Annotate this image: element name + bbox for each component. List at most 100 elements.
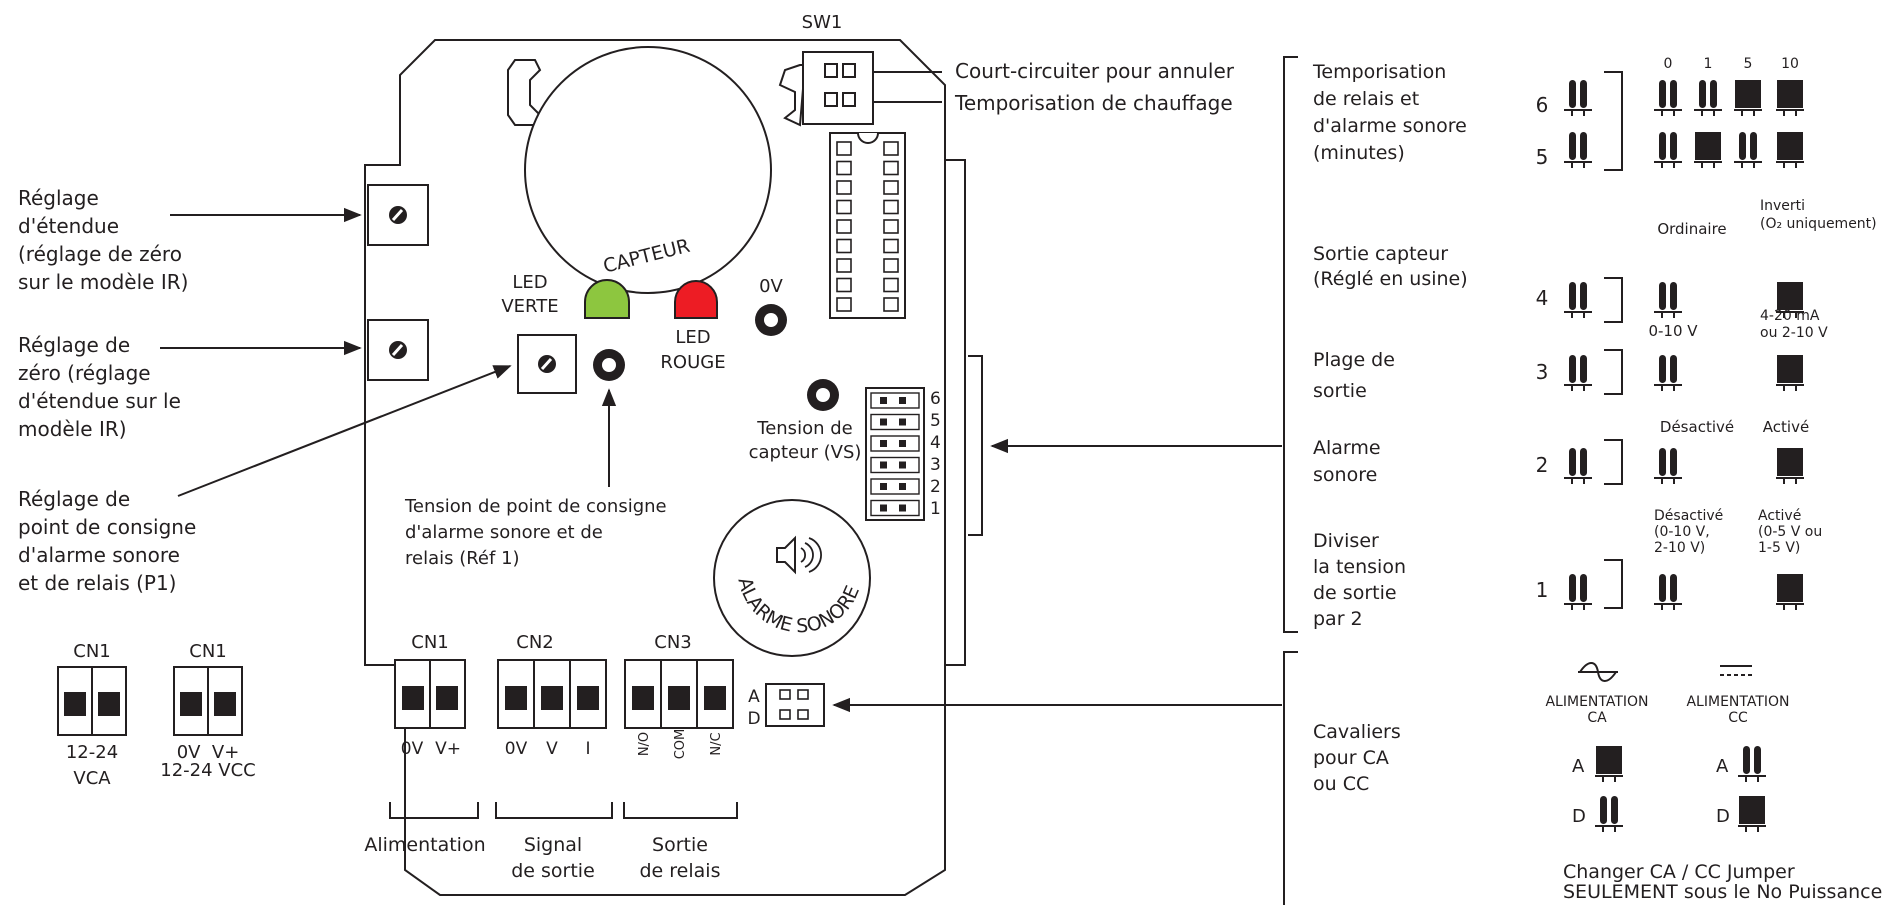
connector-cn2[interactable]: CN2 0V V I (497, 632, 607, 759)
jumper-5-option-icon (1694, 132, 1722, 168)
svg-text:de sortie: de sortie (1313, 582, 1397, 604)
svg-text:(0-10 V,: (0-10 V, (1654, 524, 1710, 540)
svg-text:et de relais (P1): et de relais (P1) (18, 571, 177, 595)
svg-text:zéro (réglage: zéro (réglage (18, 361, 151, 385)
svg-text:2: 2 (930, 477, 941, 497)
jumper-5-ref-icon (1564, 132, 1592, 168)
jumper-icons (1564, 80, 1804, 832)
svg-text:(0-5 V ou: (0-5 V ou (1758, 524, 1822, 540)
svg-text:1: 1 (930, 499, 941, 519)
jumper-1-on-icon (1776, 574, 1804, 610)
green-led-label-1: LED (512, 272, 547, 293)
jumper-numbers: 6 5 4 3 2 1 (930, 389, 941, 519)
ac-symbol-icon (1578, 662, 1618, 682)
svg-text:sortie: sortie (1313, 380, 1367, 402)
dc-supply-jumper-a-icon (1738, 746, 1766, 782)
svg-text:V: V (546, 739, 558, 759)
svg-text:12-24: 12-24 (66, 742, 118, 763)
ac-dc-note-1: Changer CA / CC Jumper (1563, 861, 1795, 883)
red-led-label-1: LED (675, 327, 710, 348)
svg-text:de relais et: de relais et (1313, 88, 1419, 110)
svg-text:Alarme: Alarme (1313, 437, 1381, 459)
svg-text:VCA: VCA (73, 768, 111, 789)
svg-text:COM: COM (673, 729, 688, 760)
jumper-5-option-icon (1776, 132, 1804, 168)
ac-dc-letters: A D A D (1572, 756, 1730, 827)
jumper-desc-56: Temporisation de relais et d'alarme sono… (1312, 61, 1467, 164)
test-point-ref1[interactable] (593, 349, 625, 381)
svg-text:Réglage de: Réglage de (18, 487, 130, 511)
svg-text:d'alarme sonore: d'alarme sonore (1313, 115, 1467, 137)
jumper-3-0-10v-icon (1654, 355, 1682, 391)
jumper-5-option-icon (1734, 132, 1762, 168)
svg-text:V+: V+ (435, 739, 461, 759)
svg-text:4: 4 (930, 433, 941, 453)
right-bracket-top (1283, 56, 1298, 633)
svg-text:5: 5 (1744, 56, 1753, 72)
sw1-label: SW1 (802, 12, 843, 33)
svg-text:ou 2-10 V: ou 2-10 V (1760, 325, 1828, 341)
left-callout-span: Réglage d'étendue (réglage de zéro sur l… (18, 186, 188, 294)
ac-dc-jumper[interactable] (765, 683, 825, 727)
svg-text:Réglage: Réglage (18, 186, 99, 210)
svg-text:2-10 V): 2-10 V) (1654, 540, 1705, 556)
jumper-3-ref-icon (1564, 355, 1592, 391)
jumper-6-option-icon (1776, 80, 1804, 116)
jumper-desc-4: Sortie capteur (Réglé en usine) (1313, 243, 1468, 290)
jumper-1-ref-icon (1564, 574, 1592, 610)
jumper-2-ref-icon (1564, 448, 1592, 484)
svg-text:Diviser: Diviser (1313, 530, 1379, 552)
setpoint-pot[interactable] (517, 334, 577, 394)
green-led (584, 279, 630, 319)
svg-text:CN3: CN3 (654, 632, 692, 653)
connector-cn3[interactable]: CN3 N/O COM N/C (624, 632, 734, 760)
svg-text:6: 6 (1536, 93, 1549, 117)
dc-symbol-icon (1720, 665, 1752, 676)
svg-text:N/O: N/O (637, 732, 652, 756)
jumper-4-inverted-icon (1776, 282, 1804, 318)
test-point-0v[interactable] (755, 304, 787, 336)
ac-supply-jumper-a-icon (1595, 746, 1623, 782)
connector-cn1[interactable]: CN1 0V V+ (394, 632, 466, 759)
sensor-voltage-label-2: capteur (VS) (749, 442, 862, 463)
jumper-6-ref-icon (1564, 80, 1592, 116)
jumper-block[interactable] (865, 387, 925, 521)
setting-brackets (1604, 71, 1623, 609)
svg-text:Activé: Activé (1758, 508, 1801, 524)
svg-text:2: 2 (1536, 453, 1549, 477)
svg-text:Plage de: Plage de (1313, 349, 1395, 371)
right-bracket-bottom (1283, 651, 1298, 905)
svg-text:CN2: CN2 (516, 632, 554, 653)
svg-text:modèle IR): modèle IR) (18, 417, 127, 441)
svg-text:ou CC: ou CC (1313, 773, 1369, 795)
alarm-buzzer: ALARME SONORE (713, 499, 871, 657)
group-relay-2: de relais (640, 860, 721, 882)
svg-text:0V: 0V (505, 739, 528, 759)
span-pot[interactable] (367, 184, 429, 246)
svg-text:(O₂ uniquement): (O₂ uniquement) (1760, 216, 1877, 232)
test-point-vs[interactable] (807, 379, 839, 411)
svg-text:la tension: la tension (1313, 556, 1406, 578)
svg-text:(minutes): (minutes) (1313, 142, 1405, 164)
left-callout-zero: Réglage de zéro (réglage d'étendue sur l… (18, 333, 181, 441)
zero-pot[interactable] (367, 319, 429, 381)
dc-supply-jumper-d-icon (1738, 796, 1766, 832)
svg-text:6: 6 (930, 389, 941, 409)
svg-text:A: A (1572, 756, 1585, 777)
dc-jumper-letter: D (747, 709, 760, 729)
ac-power-label-1: ALIMENTATION (1545, 694, 1648, 710)
cn1-variant-dc: CN1 0V V+ 12-24 VCC (160, 641, 255, 781)
jumper-1-off-icon (1654, 574, 1682, 610)
svg-text:Ordinaire: Ordinaire (1657, 220, 1726, 238)
jumper-desc-2: Alarme sonore (1313, 437, 1381, 486)
left-callout-setpoint: Réglage de point de consigne d'alarme so… (18, 487, 196, 595)
svg-text:5: 5 (1536, 145, 1549, 169)
jumper-2-off-icon (1654, 448, 1682, 484)
sw1-switch[interactable]: SW1 (802, 12, 874, 125)
svg-text:Sortie capteur: Sortie capteur (1313, 243, 1448, 265)
svg-text:par 2: par 2 (1313, 608, 1363, 630)
jumper-6-option-icon (1654, 80, 1682, 116)
sensor-board (364, 39, 966, 896)
